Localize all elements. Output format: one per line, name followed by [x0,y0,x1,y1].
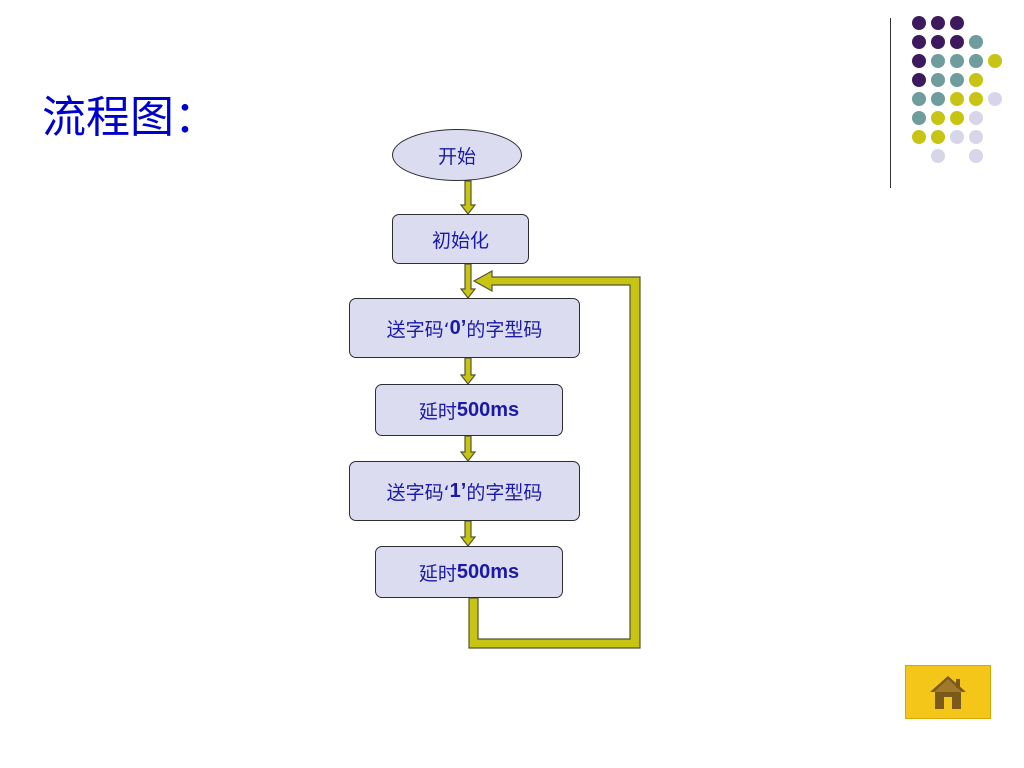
home-button[interactable] [905,665,991,719]
decorative-dot [912,111,926,125]
arrow-delay1-to-send1 [459,435,477,462]
decorative-dot [931,35,945,49]
decorative-dot [950,73,964,87]
decorative-dot-grid [912,16,1002,163]
decorative-dot [950,111,964,125]
node-label: 延时 [418,400,457,423]
decorative-dot [931,16,945,30]
node-label: 的字型码 [466,481,543,504]
decorative-dot [969,92,983,106]
decorative-dot [931,111,945,125]
decorative-dot [931,73,945,87]
arrow-send1-to-delay2 [459,520,477,547]
decorative-dot [950,54,964,68]
decorative-dot [969,35,983,49]
decorative-dot [931,130,945,144]
flow-arrows [459,180,641,649]
arrow-send0-to-delay1 [459,357,477,385]
decorative-dot [950,130,964,144]
decorative-dot [969,130,983,144]
node-label: 的字型码 [466,318,543,341]
decorative-dot [988,92,1002,106]
decorative-dot [912,92,926,106]
node-label-bold: 500ms [456,560,520,583]
decorative-dot [988,54,1002,68]
decorative-dot [912,35,926,49]
node-label: 延时 [418,562,457,585]
flow-node-send-1: 送字码‘1’的字型码 [349,461,580,521]
node-label-bold: 500ms [456,398,520,421]
node-label: 开始 [437,145,476,168]
flow-node-start: 开始 [392,129,522,181]
decorative-dot [950,92,964,106]
flow-node-init: 初始化 [392,214,529,264]
flow-node-send-0: 送字码‘0’的字型码 [349,298,580,358]
decorative-dot [912,16,926,30]
decorative-dot [912,73,926,87]
node-label: 送字码‘ [386,481,450,504]
decorative-dot [950,16,964,30]
arrow-loop-back [468,269,641,649]
home-icon [930,676,966,709]
decorative-dot [969,149,983,163]
decorative-divider [890,18,891,188]
decorative-dot [912,54,926,68]
node-label: 初始化 [431,229,489,252]
decorative-dot [931,149,945,163]
decorative-dot [969,111,983,125]
decorative-dot [931,54,945,68]
decorative-dot [950,35,964,49]
decorative-dot [969,54,983,68]
arrow-start-to-init [459,180,477,215]
node-label: 送字码‘ [386,318,450,341]
node-label-bold: 0’ [449,316,467,339]
node-label-bold: 1’ [449,479,467,502]
arrow-init-to-send0 [459,263,477,299]
decorative-dot [969,73,983,87]
decorative-dot [931,92,945,106]
slide-title: 流程图： [42,92,218,143]
decorative-dot [912,130,926,144]
